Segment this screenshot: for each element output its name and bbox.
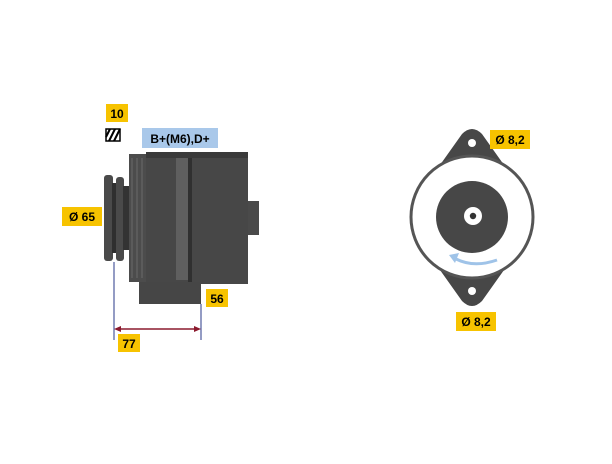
mounting-foot	[139, 282, 201, 304]
mount-hole-top-label: Ø 8,2	[490, 130, 530, 149]
mount-hole-bottom-label: Ø 8,2	[456, 312, 496, 331]
hatched-square-icon	[105, 128, 121, 142]
front-housing	[129, 154, 147, 282]
terminal-text: B+(M6),D+	[150, 132, 209, 146]
side-view: B+(M6),D+ 10 Ø 65 56	[62, 104, 259, 352]
body-offset-text: 56	[210, 292, 224, 306]
terminal-label: B+(M6),D+	[142, 128, 218, 148]
rear-cap	[248, 201, 259, 235]
mount-hole-top	[468, 139, 476, 147]
pulley-diameter-label: Ø 65	[62, 207, 102, 226]
spline-count-text: 10	[110, 107, 124, 121]
front-view: Ø 8,2 Ø 8,2	[409, 129, 535, 331]
pulley	[104, 175, 129, 261]
spline-label: 10	[106, 104, 128, 122]
mount-hole-top-text: Ø 8,2	[495, 133, 525, 147]
mount-hole-bottom	[468, 287, 476, 295]
mount-hole-bottom-text: Ø 8,2	[461, 315, 491, 329]
length-dimension: 77	[113, 262, 202, 352]
pulley-diameter-text: Ø 65	[69, 210, 95, 224]
overall-length-text: 77	[122, 337, 136, 351]
rotation-arrow-icon	[449, 253, 498, 266]
stator-body	[146, 152, 248, 284]
body-offset-label: 56	[206, 289, 228, 307]
shaft-nut	[469, 212, 477, 220]
